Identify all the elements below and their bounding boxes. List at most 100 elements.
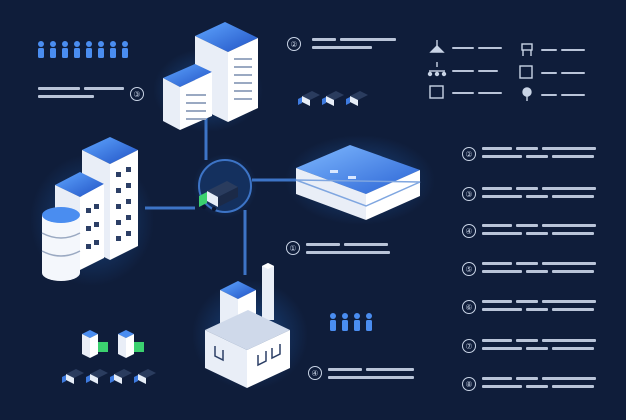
legend-line (561, 49, 585, 51)
legend-icons (427, 40, 533, 101)
datacenter-windows (86, 167, 131, 249)
legend-line (452, 47, 474, 49)
office-windows (186, 58, 252, 120)
text-line (84, 87, 124, 90)
text-line (482, 270, 522, 273)
text-line (542, 262, 596, 265)
text-line (542, 300, 596, 303)
central-hub (193, 154, 257, 218)
text-line (526, 347, 548, 350)
text-line (542, 377, 596, 380)
ceiling-lamp-icon (429, 40, 445, 53)
marker-bottom: ④ (308, 366, 322, 380)
text-line (482, 385, 522, 388)
lamp-icon (522, 87, 532, 101)
truck-icon (298, 91, 320, 106)
text-line (328, 376, 414, 379)
text-line (482, 339, 512, 342)
text-line (552, 232, 594, 235)
mini-buildings-bottom-left (82, 330, 144, 358)
legend-line (452, 70, 474, 72)
text-line (482, 187, 512, 190)
truck-icons-top (298, 91, 368, 106)
legend-line (561, 94, 585, 96)
text-line (526, 385, 548, 388)
legend-line (478, 92, 502, 94)
picture-frame-icon (429, 85, 444, 99)
text-line (312, 38, 336, 41)
text-line (38, 87, 80, 90)
mini-building-icon (82, 330, 108, 358)
text-line (552, 155, 594, 158)
list-number: ④ (462, 224, 476, 238)
text-line (542, 339, 596, 342)
text-line (552, 385, 594, 388)
text-line (552, 347, 594, 350)
text-line (516, 224, 538, 227)
text-line (306, 251, 390, 254)
list-number: ⑤ (462, 262, 476, 276)
text-line (542, 147, 596, 150)
truck-icon (134, 369, 156, 384)
text-line (516, 300, 538, 303)
text-line (526, 270, 548, 273)
text-line (516, 377, 538, 380)
marker-left: ③ (130, 87, 144, 101)
text-line (482, 195, 522, 198)
text-line (38, 95, 94, 98)
truck-icon (86, 369, 108, 384)
truck-icon (62, 369, 84, 384)
text-line (328, 368, 362, 371)
text-line (516, 187, 538, 190)
truck-icon (346, 91, 368, 106)
text-line (552, 195, 594, 198)
text-line (516, 147, 538, 150)
text-line (340, 38, 396, 41)
text-line (366, 368, 414, 371)
list-number: ⑦ (462, 339, 476, 353)
hub-truck-icon (199, 181, 238, 212)
text-line (482, 262, 512, 265)
text-line (516, 262, 538, 265)
text-line (306, 243, 340, 246)
marker-center: ① (286, 241, 300, 255)
text-line (482, 232, 522, 235)
mini-building-icon (118, 330, 144, 358)
legend-line (478, 47, 502, 49)
text-line (552, 270, 594, 273)
frame-icon (519, 65, 533, 79)
list-number: ⑧ (462, 377, 476, 391)
text-line (542, 187, 596, 190)
people-icons-top-left (38, 41, 128, 58)
text-line (482, 224, 512, 227)
text-line (344, 243, 388, 246)
text-line (482, 377, 512, 380)
legend-line (541, 49, 557, 51)
storage-cylinder (41, 207, 81, 281)
text-line (526, 155, 548, 158)
list-number: ② (462, 147, 476, 161)
text-line (482, 347, 522, 350)
factory-building-bottom (192, 263, 308, 390)
connector-lines (145, 118, 298, 275)
marker-top: ② (287, 37, 301, 51)
chandelier-icon (427, 62, 447, 77)
legend-line (561, 72, 585, 74)
datacenter-building-left (30, 137, 154, 286)
chair-icon (521, 43, 533, 56)
warehouse-platform-right (285, 135, 435, 225)
people-icons-middle (330, 313, 372, 331)
office-building-top (153, 22, 263, 132)
legend-line (452, 92, 474, 94)
text-line (312, 46, 372, 49)
text-line (526, 232, 548, 235)
truck-icons-bottom-left (62, 369, 156, 384)
text-line (526, 195, 548, 198)
text-line (482, 147, 512, 150)
legend-line (541, 94, 557, 96)
truck-icon (110, 369, 132, 384)
text-line (516, 339, 538, 342)
legend-line (478, 70, 498, 72)
